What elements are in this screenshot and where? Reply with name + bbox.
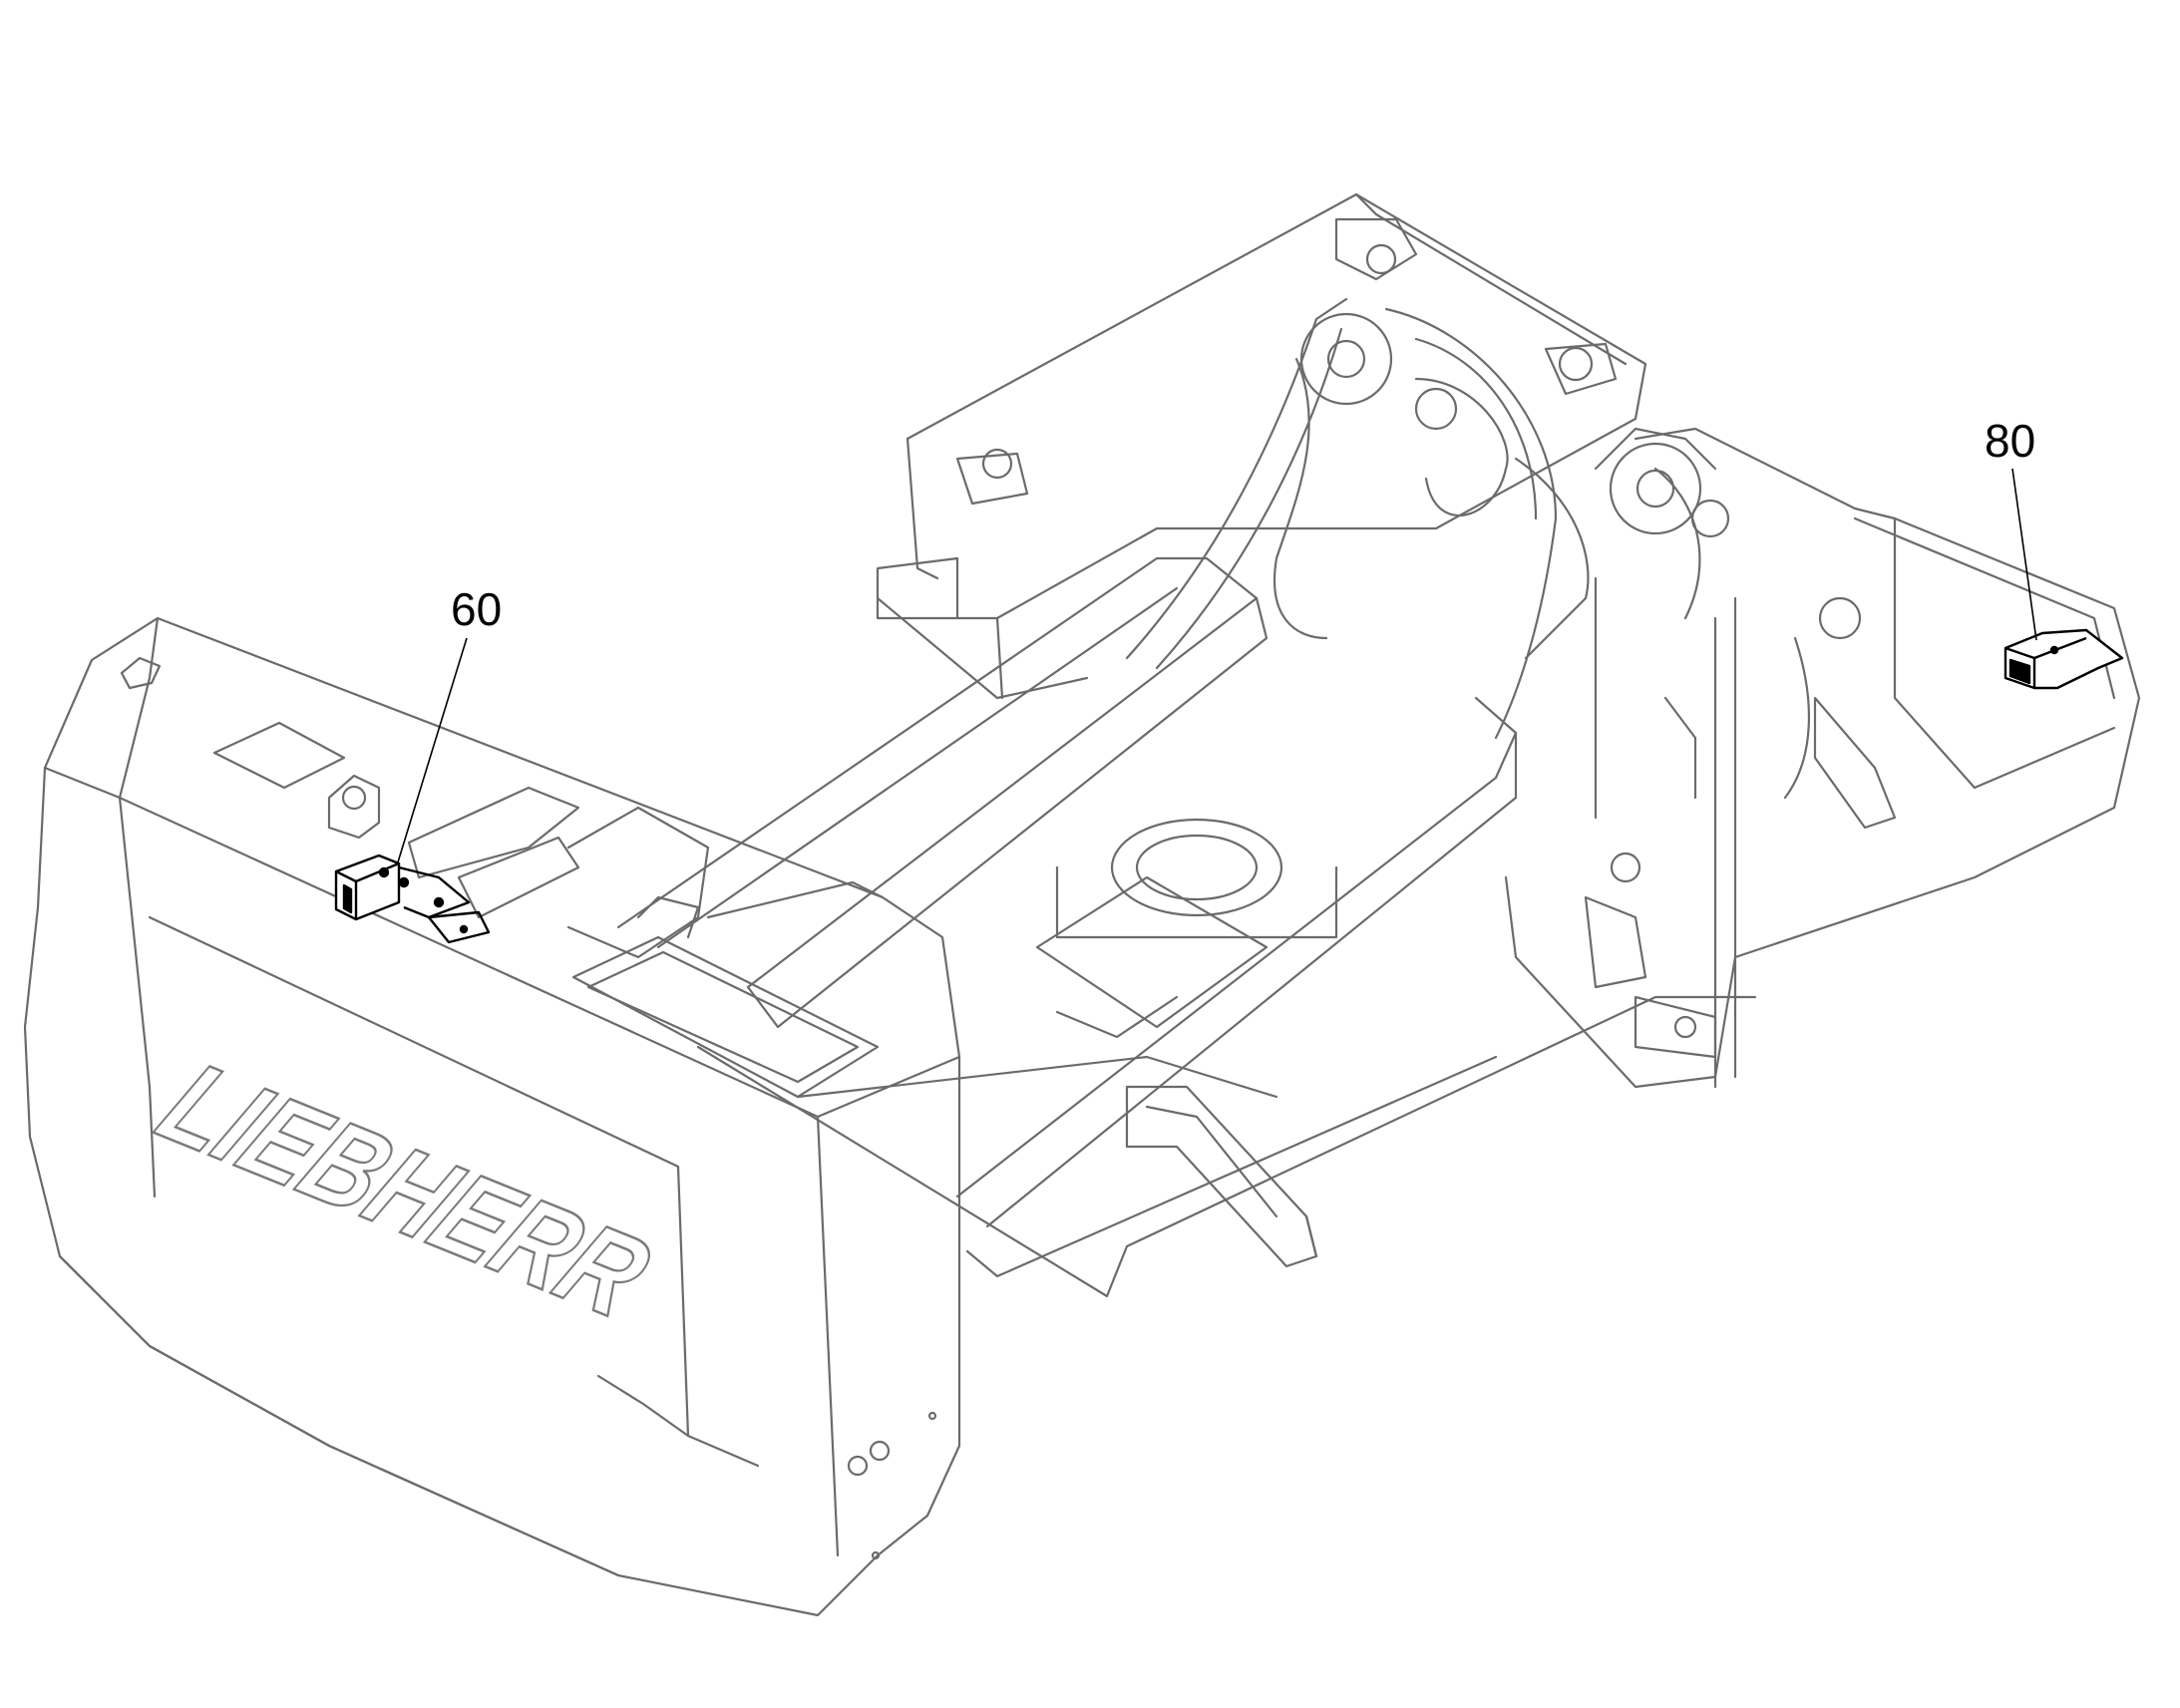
leader-line-80	[2011, 468, 2037, 641]
leader-lines	[396, 468, 2037, 866]
right-deck	[1504, 427, 2141, 1089]
callout-60[interactable]: 60	[451, 583, 503, 635]
a-frame-arms	[1125, 297, 1730, 740]
main-frame	[616, 556, 1757, 1298]
left-mount-plate	[407, 786, 880, 1099]
leader-line-60	[396, 637, 468, 866]
rear-bottom-bracket	[1125, 1085, 1318, 1268]
callout-80[interactable]: 80	[1985, 415, 2036, 467]
component-60	[334, 854, 491, 944]
component-80	[2003, 628, 2124, 690]
counterweight	[23, 616, 961, 1617]
